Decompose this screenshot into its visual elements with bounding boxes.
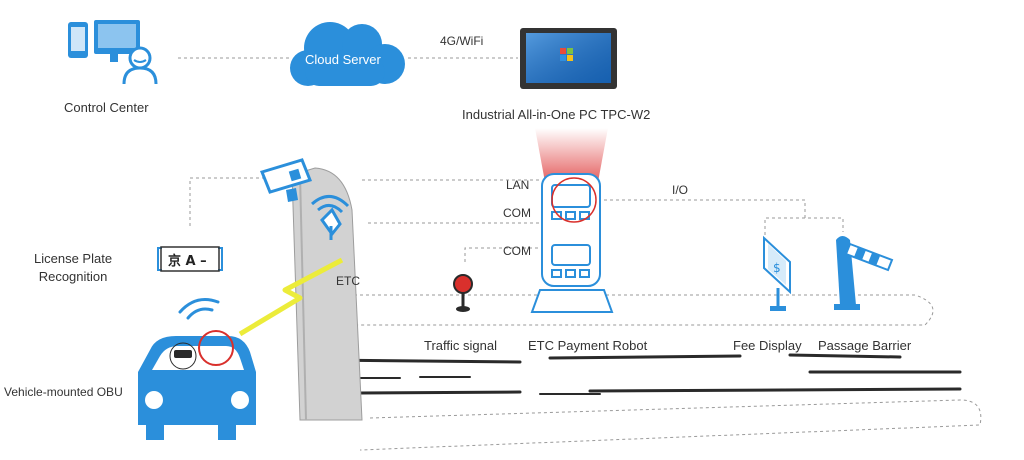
road-markings (318, 353, 962, 395)
connector-lines (178, 57, 844, 262)
com-link-label-2: COM (503, 244, 531, 258)
road-outline-lower (359, 399, 982, 451)
etc-antenna-icon (311, 195, 350, 240)
com-link-label-1: COM (503, 206, 531, 220)
lpr-label: License Plate Recognition (34, 250, 112, 286)
fee-display-label: Fee Display (733, 338, 802, 353)
lpr-label-line2: Recognition (38, 269, 108, 284)
etc-label: ETC (336, 274, 360, 288)
camera-pole (291, 167, 363, 421)
industrial-pc-icon (520, 28, 617, 89)
cloud-icon (290, 22, 405, 86)
obu-signal-icon (178, 298, 220, 320)
wifi-link-label: 4G/WiFi (440, 34, 484, 48)
barrier-icon (834, 236, 894, 310)
phone-icon (68, 22, 88, 58)
industrial-pc-label: Industrial All-in-One PC TPC-W2 (462, 107, 651, 122)
control-center-label: Control Center (64, 100, 149, 115)
io-link-label: I/O (672, 183, 689, 197)
etc-signal-bolt (238, 257, 344, 337)
traffic-signal-label: Traffic signal (424, 338, 497, 353)
passage-barrier-label: Passage Barrier (818, 338, 912, 353)
road-outline-upper (300, 294, 934, 326)
cloud-server-label: Cloud Server (305, 52, 381, 67)
fee-display-icon: $ (763, 235, 791, 311)
robot-kiosk-icon (530, 173, 614, 313)
traffic-light-icon (453, 274, 473, 312)
lan-link-label: LAN (506, 178, 530, 192)
obu-label: Vehicle-mounted OBU (4, 385, 123, 399)
plate-text: 京 A – (168, 254, 207, 269)
camera-icon (259, 158, 313, 202)
monitor-user-icon (94, 20, 158, 85)
plate-icon (157, 246, 223, 272)
svg-text:$: $ (773, 261, 781, 275)
lpr-label-line1: License Plate (34, 251, 113, 266)
car-icon (138, 330, 256, 440)
etc-robot-label: ETC Payment Robot (528, 338, 648, 353)
link-beam (535, 128, 608, 182)
